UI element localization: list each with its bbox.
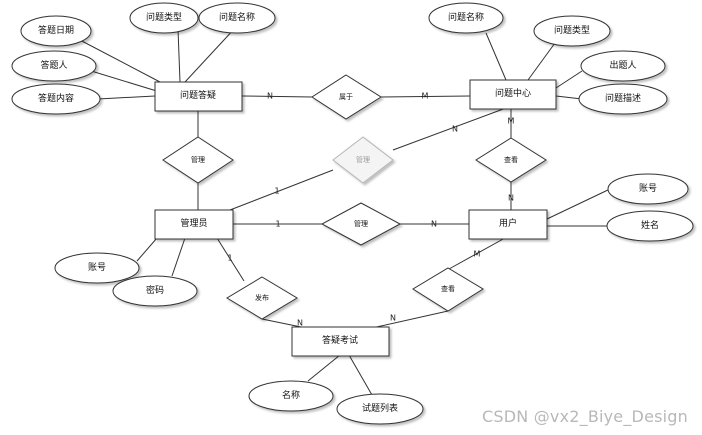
attribute-qa-content-label: 答题内容 <box>38 92 74 104</box>
relation-manage-center: 管理 <box>332 136 394 184</box>
cardinality-manage-user: N <box>431 220 437 229</box>
edge-center-name <box>485 32 507 81</box>
edge-center-desc <box>555 95 583 100</box>
edge-manage-center-center <box>392 107 507 151</box>
edge-qa-date <box>77 38 161 83</box>
cardinality-admin-publish: 1 <box>227 254 232 263</box>
attribute-qa-name: 问题名称 <box>198 2 276 34</box>
attribute-admin-password: 密码 <box>112 275 198 307</box>
entity-exam-label: 答疑考试 <box>322 334 358 346</box>
cardinality-center-view: M <box>508 117 515 126</box>
entity-exam: 答疑考试 <box>291 326 390 357</box>
entity-qa: 问题答疑 <box>154 81 243 112</box>
relation-publish: 发布 <box>226 276 298 320</box>
attribute-admin-account: 账号 <box>54 252 140 284</box>
entity-user-label: 用户 <box>499 217 517 229</box>
edge-exam-name <box>307 354 341 382</box>
relation-belongs: 属于 <box>311 74 382 120</box>
attribute-center-author: 出题人 <box>580 50 666 82</box>
entity-qa-label: 问题答疑 <box>180 89 216 101</box>
edge-qa-type <box>177 28 181 83</box>
attribute-center-type: 问题类型 <box>533 15 611 47</box>
entity-user: 用户 <box>468 209 548 240</box>
cardinality-view-user: N <box>508 194 514 203</box>
cardinality-qa-belongs: N <box>267 92 273 101</box>
edge-view-user-2 <box>448 237 506 270</box>
relation-publish-label: 发布 <box>255 293 269 302</box>
relation-view-center: 查看 <box>475 137 547 183</box>
entity-center: 问题中心 <box>469 79 557 110</box>
cardinality-admin-center: 1 <box>274 187 279 196</box>
entity-center-label: 问题中心 <box>495 87 531 99</box>
cardinality-admin-manage: 1 <box>275 220 280 229</box>
attribute-center-author-label: 出题人 <box>609 59 636 71</box>
edge-admin-password <box>171 237 186 277</box>
attribute-exam-list-label: 试题列表 <box>362 402 398 414</box>
edge-admin-account <box>136 237 158 262</box>
edge-qa-person <box>87 69 161 93</box>
edge-qa-content <box>97 95 156 100</box>
relation-manage-qa-label: 管理 <box>191 155 205 164</box>
cardinality-belongs-center: M <box>422 92 429 101</box>
relation-manage-qa: 管理 <box>162 136 234 184</box>
attribute-qa-name-label: 问题名称 <box>219 11 255 23</box>
entity-admin: 管理员 <box>154 209 234 240</box>
entity-admin-label: 管理员 <box>180 217 207 229</box>
attribute-user-account: 账号 <box>607 173 689 205</box>
edge-qa-name <box>184 26 237 83</box>
connector-lines <box>77 26 611 396</box>
attribute-qa-type-label: 问题类型 <box>146 11 182 23</box>
edge-center-type <box>527 42 556 81</box>
attribute-exam-name: 名称 <box>248 380 334 412</box>
edge-admin-manage-center <box>229 169 334 211</box>
cardinality-manage-center-center: N <box>452 125 458 134</box>
relation-view-exam: 查看 <box>412 267 484 312</box>
attribute-center-name-label: 问题名称 <box>448 11 484 23</box>
cardinality-exam-view: N <box>390 314 396 323</box>
edge-qa-belongs <box>241 95 313 98</box>
relation-view-exam-label: 查看 <box>441 284 455 293</box>
attribute-user-name: 姓名 <box>606 210 694 242</box>
attribute-center-name: 问题名称 <box>428 2 504 34</box>
edge-admin-publish <box>216 237 245 282</box>
watermark: CSDN @vx2_Biye_Design <box>482 407 688 426</box>
edge-exam-list <box>348 354 373 396</box>
attribute-center-type-label: 问题类型 <box>554 24 590 36</box>
attribute-admin-account-label: 账号 <box>88 262 106 273</box>
edge-user-account <box>546 188 611 220</box>
cardinality-view-exam-user: M <box>474 250 481 259</box>
relation-manage-user: 管理 <box>320 202 402 246</box>
edge-center-author <box>555 70 583 89</box>
attribute-admin-password-label: 密码 <box>146 284 164 296</box>
attribute-user-name-label: 姓名 <box>641 219 659 231</box>
attribute-center-desc: 问题描述 <box>578 83 668 115</box>
edge-exam-view <box>371 310 449 329</box>
attribute-center-desc-label: 问题描述 <box>605 92 641 104</box>
edge-belongs-center <box>380 95 471 98</box>
attribute-qa-date: 答题日期 <box>20 15 92 47</box>
relation-manage-center-label: 管理 <box>356 155 370 164</box>
cardinality-publish-exam: N <box>297 319 303 328</box>
attribute-exam-name-label: 名称 <box>282 389 300 401</box>
cardinality-labels: N M 1 N M N 1 N 1 N N M <box>227 92 514 328</box>
relation-view-center-label: 查看 <box>504 155 518 164</box>
attribute-qa-person-label: 答题人 <box>40 59 67 71</box>
attribute-exam-list: 试题列表 <box>336 393 424 425</box>
relation-belongs-label: 属于 <box>339 93 353 101</box>
attribute-qa-person: 答题人 <box>11 50 97 82</box>
attribute-qa-content: 答题内容 <box>11 83 101 115</box>
attribute-user-account-label: 账号 <box>639 183 657 194</box>
attribute-qa-type: 问题类型 <box>129 2 199 34</box>
relation-manage-user-label: 管理 <box>354 219 368 228</box>
attribute-qa-date-label: 答题日期 <box>38 24 74 36</box>
